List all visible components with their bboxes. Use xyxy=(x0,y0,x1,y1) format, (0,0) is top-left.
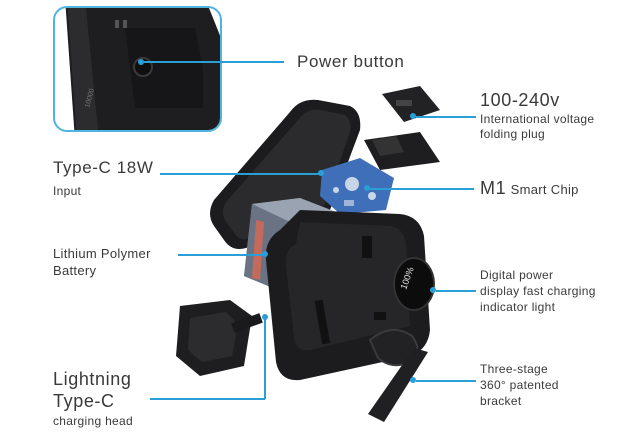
lightning-line1: Lightning xyxy=(53,369,132,389)
voltage-dot xyxy=(410,113,416,119)
power-button-leader xyxy=(144,61,284,63)
lightning-line2: Type-C xyxy=(53,391,115,411)
chip-label: M1 Smart Chip xyxy=(480,178,579,199)
bracket-line3: bracket xyxy=(480,394,522,408)
chip-dot xyxy=(364,185,370,191)
voltage-title: 100-240v xyxy=(480,90,560,110)
typec-input-title: Type-C 18W xyxy=(53,158,154,177)
voltage-sub-line1: International voltage xyxy=(480,112,595,126)
lightning-leader-vertical xyxy=(264,318,266,399)
typec-input-dot xyxy=(318,170,324,176)
typec-input-sub: Input xyxy=(53,184,82,198)
battery-line2: Battery xyxy=(53,263,97,278)
chip-title: M1 xyxy=(480,178,507,198)
typec-input-leader xyxy=(160,173,320,175)
battery-line1: Lithium Polymer xyxy=(53,246,151,261)
battery-leader xyxy=(178,254,264,256)
lightning-leader-horizontal xyxy=(150,398,265,400)
power-button-inset: 10000 xyxy=(53,6,222,132)
power-button-label: Power button xyxy=(297,52,405,71)
display-line2: display fast charging xyxy=(480,284,596,298)
bracket-line2: 360° patented xyxy=(480,378,559,392)
chip-sub: Smart Chip xyxy=(510,182,579,197)
display-line3: indicator light xyxy=(480,300,556,314)
display-leader xyxy=(436,290,476,292)
lightning-dot xyxy=(262,314,268,320)
bracket-dot xyxy=(410,377,416,383)
display-dot xyxy=(430,287,436,293)
chip-leader xyxy=(370,188,474,190)
bracket-leader xyxy=(416,380,476,382)
inset-device-image: 10000 xyxy=(65,8,220,130)
bracket-line1: Three-stage xyxy=(480,362,548,376)
power-button-dot xyxy=(138,59,144,65)
battery-dot xyxy=(262,251,268,257)
display-line1: Digital power xyxy=(480,268,554,282)
voltage-leader xyxy=(416,116,476,118)
voltage-sub-line2: folding plug xyxy=(480,127,545,141)
svg-text:10000: 10000 xyxy=(84,88,96,109)
lightning-line3: charging head xyxy=(53,414,133,428)
